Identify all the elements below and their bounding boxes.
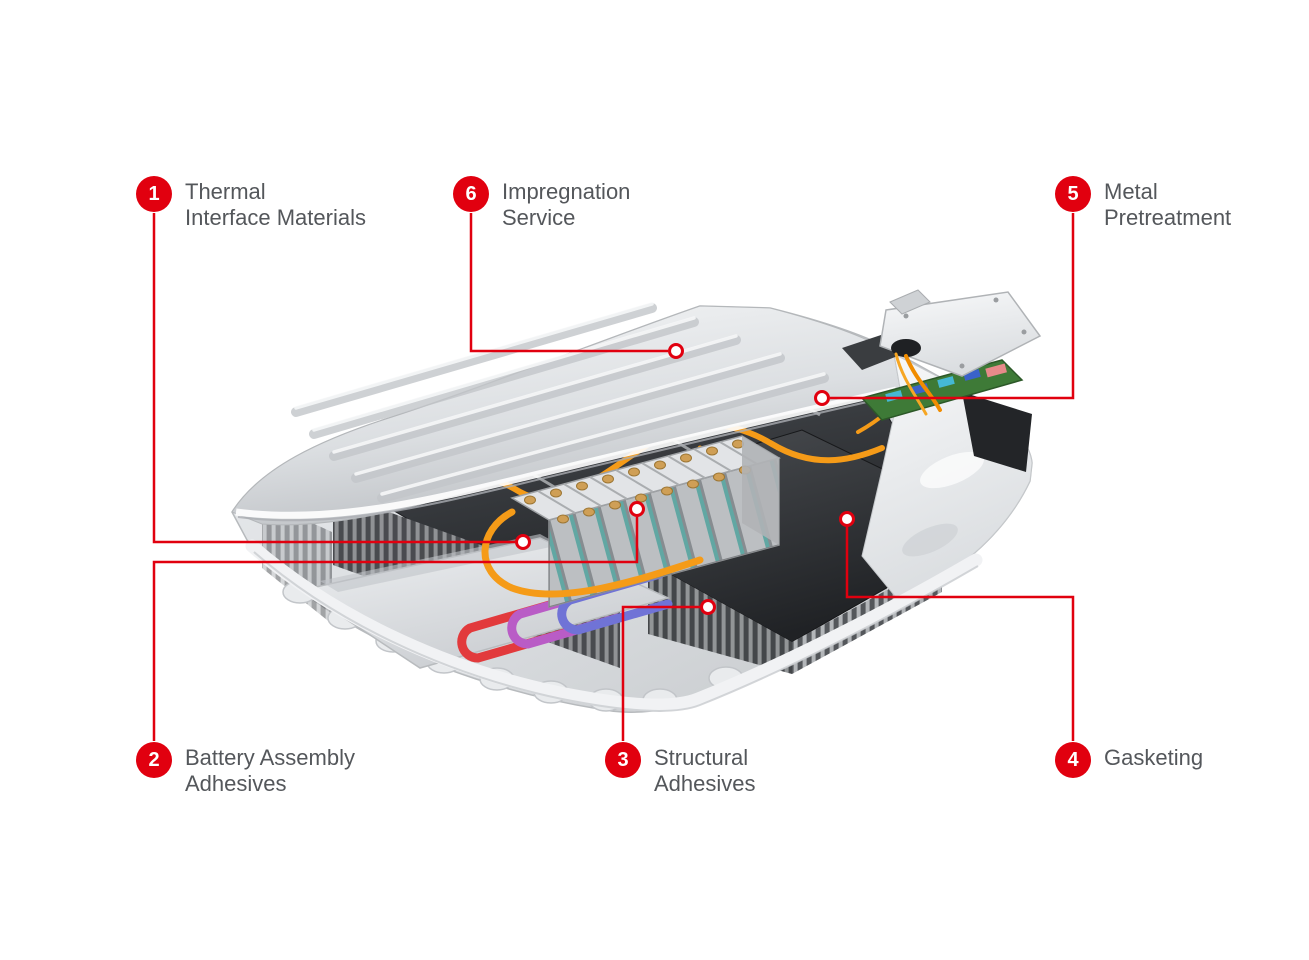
callout-number-badge: 5 [1055, 176, 1091, 212]
cell-terminals [524, 439, 751, 524]
leader-line-1 [152, 213, 515, 544]
hv-connector [891, 339, 921, 357]
callout-number-badge: 3 [605, 742, 641, 778]
callout-number-badge: 6 [453, 176, 489, 212]
bms-cover-plate [879, 291, 1042, 377]
target-marker-4 [839, 511, 855, 527]
callout-target-markers [515, 343, 855, 615]
callout-number-badge: 2 [136, 742, 172, 778]
target-marker-1 [515, 534, 531, 550]
callout-number-badge: 4 [1055, 742, 1091, 778]
leader-line-5 [830, 213, 1075, 400]
target-marker-2 [629, 501, 645, 517]
leader-line-3 [621, 605, 700, 741]
callout-label: Gasketing [1104, 745, 1204, 770]
callout-number-badge: 1 [136, 176, 172, 212]
leader-lines [152, 213, 1075, 741]
cell-stack-module [481, 435, 781, 608]
black-module [962, 392, 1032, 472]
leader-line-6 [469, 213, 668, 353]
battery-pack-illustration [231, 289, 1042, 713]
leader-line-2 [152, 517, 639, 741]
battery-lid [231, 302, 901, 526]
callout-4-gasketing: 4 Gasketing [1055, 742, 1203, 778]
orange-wire [904, 354, 942, 412]
leader-line-4 [845, 527, 1075, 741]
bms-electronics [842, 289, 1042, 472]
target-marker-5 [814, 390, 830, 406]
tray-front-rim [245, 539, 983, 712]
target-marker-3 [700, 599, 716, 615]
target-marker-6 [668, 343, 684, 359]
